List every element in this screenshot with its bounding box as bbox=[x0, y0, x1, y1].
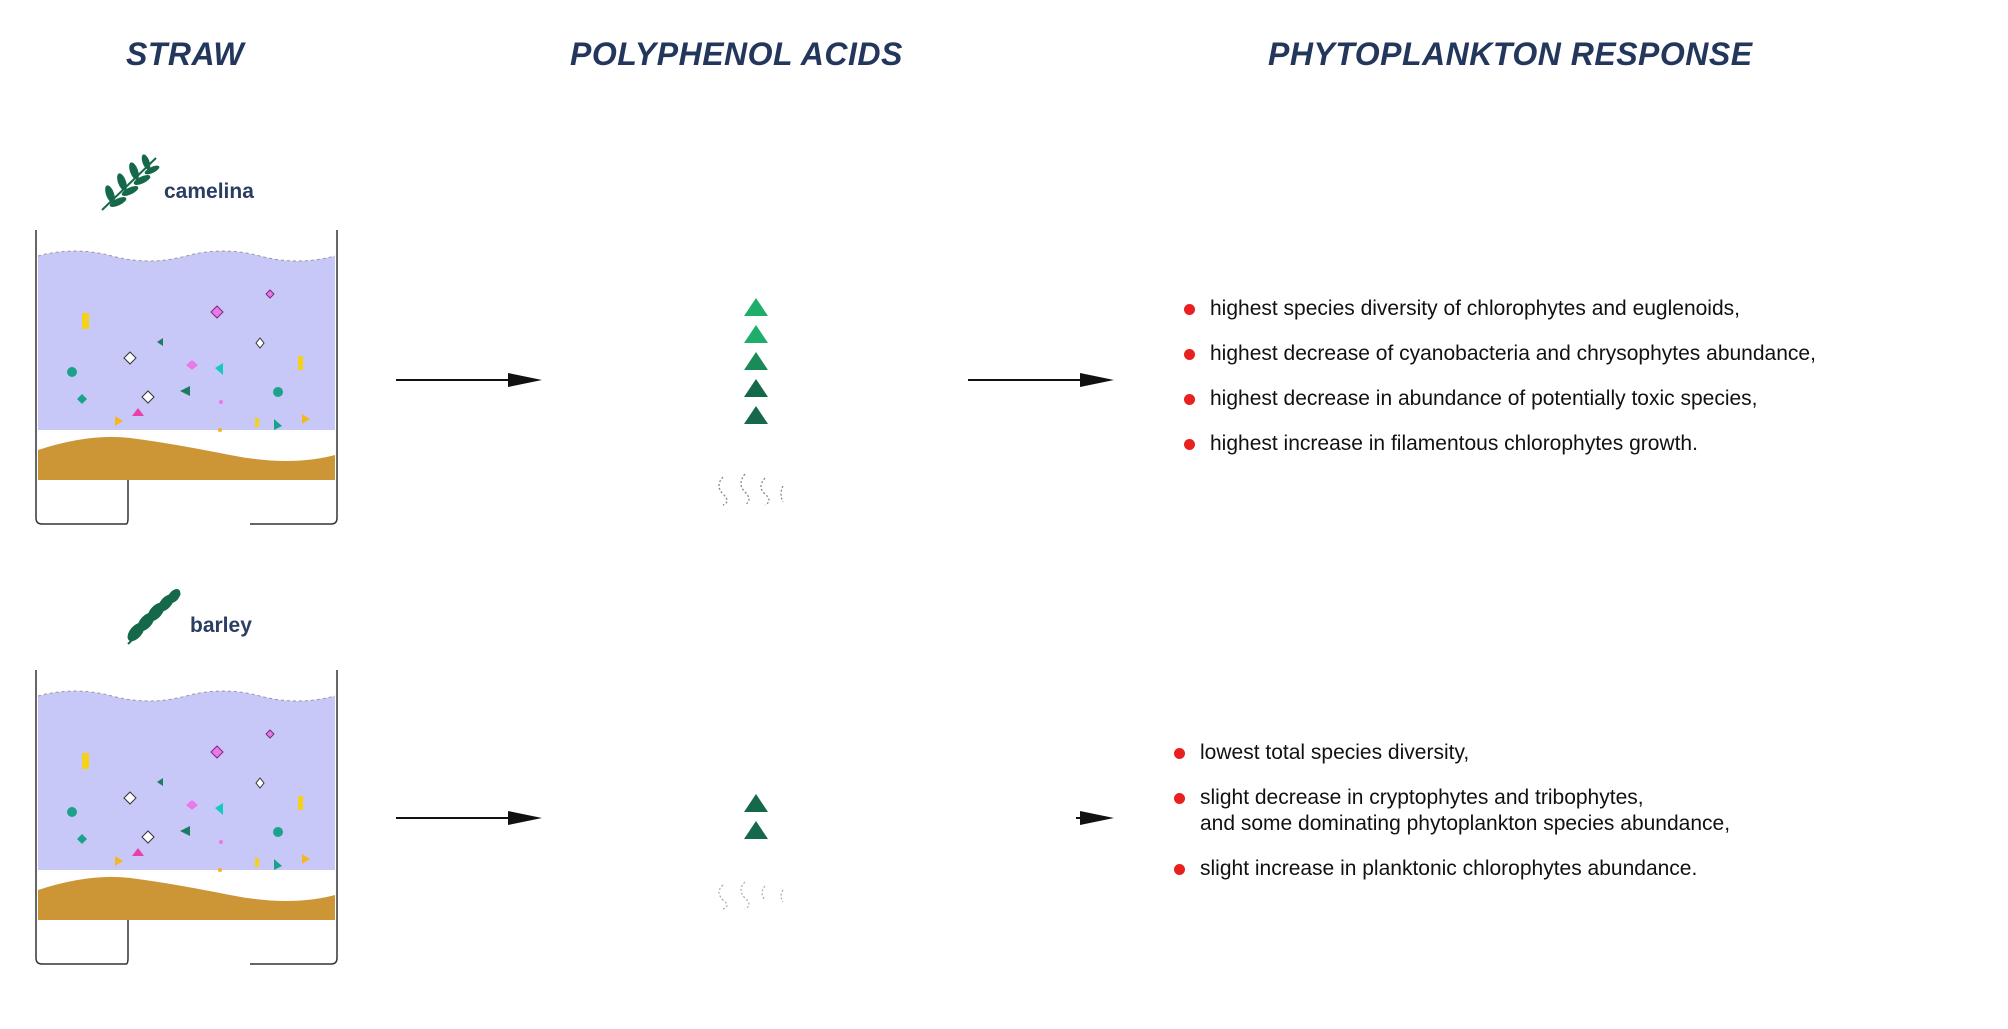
arrow-straw-to-acids-2 bbox=[396, 808, 542, 833]
bullet-dot-icon bbox=[1184, 439, 1195, 450]
barley-tank bbox=[35, 670, 338, 965]
response-text: highest decrease of cyanobacteria and ch… bbox=[1210, 342, 1816, 365]
polyphenol-triangle-icon bbox=[744, 298, 768, 316]
response-item: highest increase in filamentous chloroph… bbox=[1184, 431, 1816, 457]
response-item: slight decrease in cryptophytes and trib… bbox=[1174, 785, 1730, 837]
response-text: and some dominating phytoplankton specie… bbox=[1200, 812, 1731, 835]
barley-label: barley bbox=[190, 614, 252, 637]
response-text: highest decrease in abundance of potenti… bbox=[1210, 387, 1758, 410]
response-item: slight increase in planktonic chlorophyt… bbox=[1174, 856, 1730, 882]
camelina-plant-icon bbox=[101, 154, 160, 211]
polyphenol-triangle-icon bbox=[744, 794, 768, 812]
response-item: lowest total species diversity, bbox=[1174, 740, 1730, 766]
polyphenol-triangle-icon bbox=[744, 821, 768, 839]
response-text: slight increase in planktonic chlorophyt… bbox=[1200, 857, 1698, 880]
arrow-acids-to-response bbox=[968, 370, 1114, 395]
polyphenol-acid-level bbox=[741, 296, 771, 431]
polyphenol-triangle-icon bbox=[744, 325, 768, 343]
bullet-dot-icon bbox=[1174, 793, 1185, 804]
response-text: highest species diversity of chlorophyte… bbox=[1210, 297, 1740, 320]
response-text: lowest total species diversity, bbox=[1200, 741, 1470, 764]
response-item: highest decrease in abundance of potenti… bbox=[1184, 386, 1816, 412]
bullet-dot-icon bbox=[1174, 864, 1185, 875]
camelina-label: camelina bbox=[164, 180, 254, 203]
response-item: highest decrease of cyanobacteria and ch… bbox=[1184, 341, 1816, 367]
arrow-straw-to-acids bbox=[396, 370, 542, 395]
camelina-tank bbox=[35, 230, 338, 525]
vapor-icon bbox=[718, 473, 784, 506]
barley-plant-icon bbox=[127, 589, 181, 645]
barley-response-list: lowest total species diversity, slight de… bbox=[1174, 740, 1730, 901]
response-text: slight decrease in cryptophytes and trib… bbox=[1200, 786, 1644, 809]
polyphenol-acid-level bbox=[741, 792, 771, 846]
straw-header: STRAW bbox=[126, 36, 245, 72]
camelina-response-list: highest species diversity of chlorophyte… bbox=[1184, 296, 1816, 476]
vapor-icon bbox=[718, 881, 784, 910]
bullet-dot-icon bbox=[1184, 394, 1195, 405]
polyphenol-acids-header: POLYPHENOL ACIDS bbox=[570, 36, 903, 72]
response-item: highest species diversity of chlorophyte… bbox=[1184, 296, 1816, 322]
bullet-dot-icon bbox=[1184, 349, 1195, 360]
polyphenol-triangle-icon bbox=[744, 352, 768, 370]
response-text: highest increase in filamentous chloroph… bbox=[1210, 432, 1698, 455]
bullet-dot-icon bbox=[1184, 304, 1195, 315]
bullet-dot-icon bbox=[1174, 748, 1185, 759]
polyphenol-triangle-icon bbox=[744, 379, 768, 397]
phytoplankton-response-header: PHYTOPLANKTON RESPONSE bbox=[1268, 36, 1753, 72]
arrowhead-to-response-2 bbox=[1076, 808, 1114, 833]
polyphenol-triangle-icon bbox=[744, 406, 768, 424]
